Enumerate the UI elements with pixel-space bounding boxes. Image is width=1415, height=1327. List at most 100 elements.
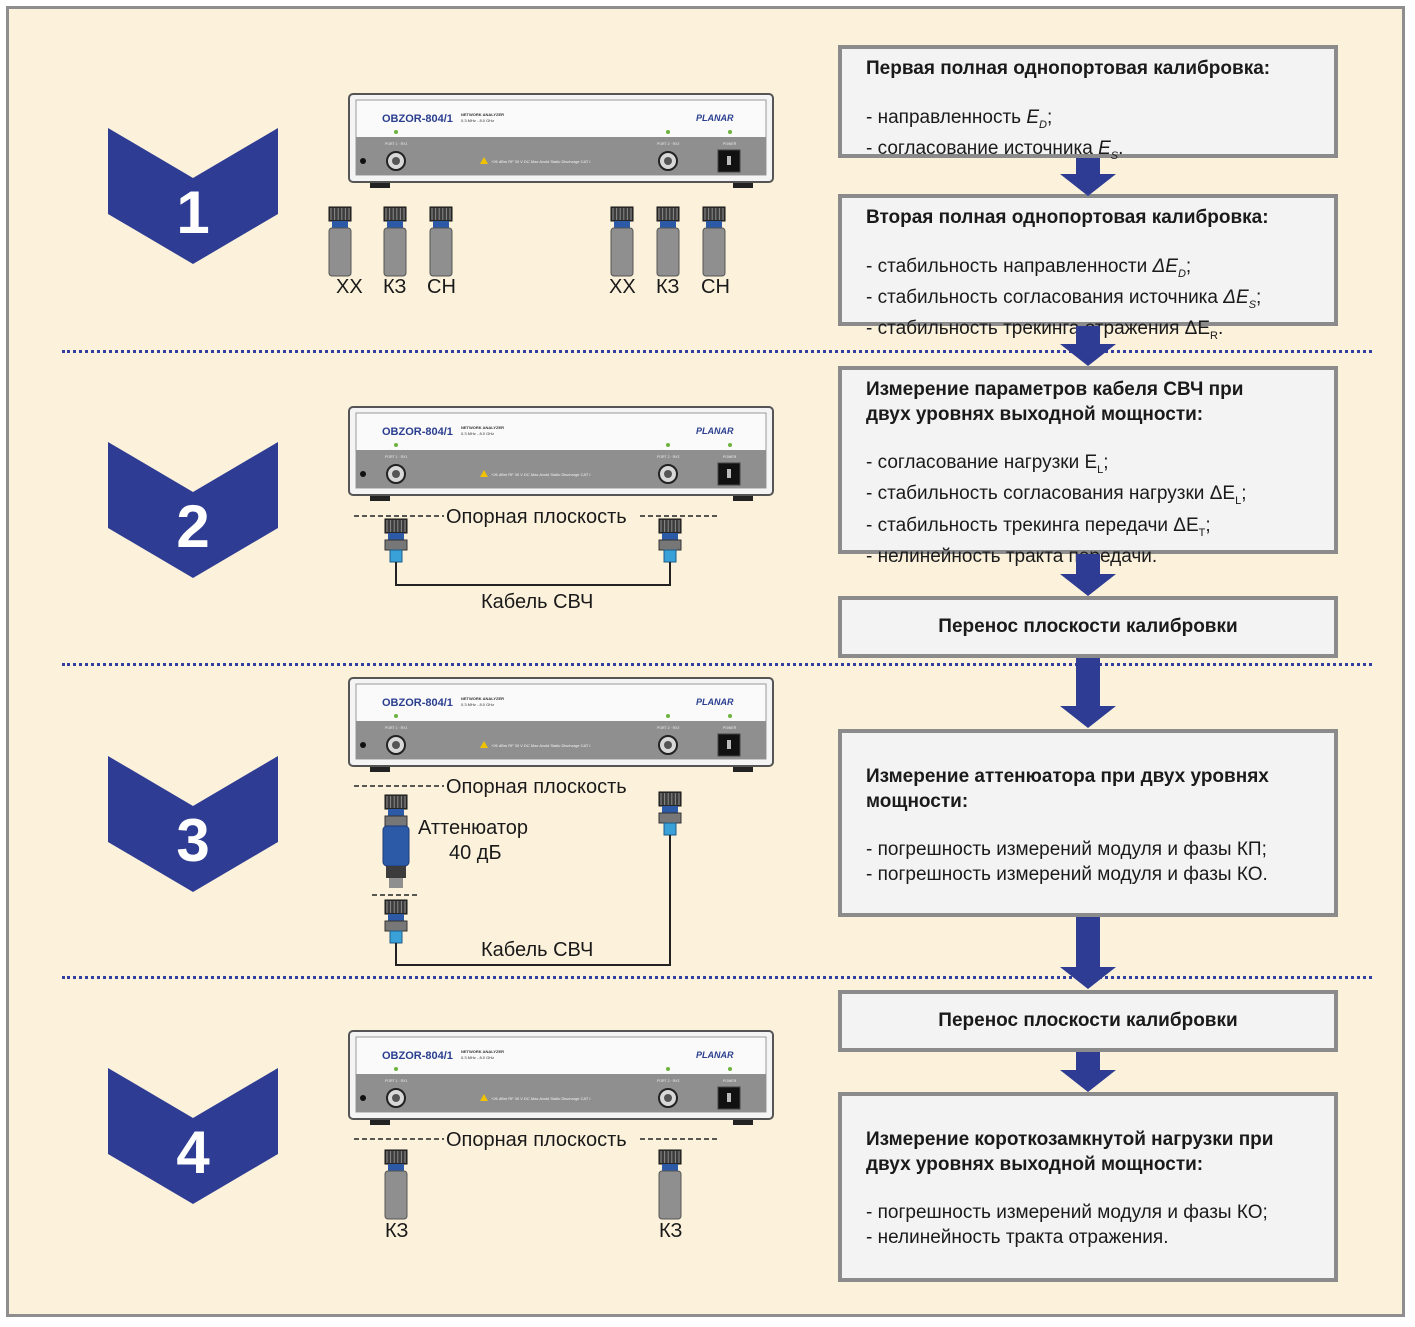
- short-standard-label: КЗ: [385, 1220, 409, 1242]
- step-chevron-1: 1: [108, 128, 278, 264]
- device-model: OBZOR-804/1: [382, 113, 453, 125]
- standard-body: [656, 227, 680, 277]
- cable-boot: [389, 930, 403, 944]
- flow-arrow: [1060, 158, 1116, 196]
- box-line: - стабильность согласования источника ΔE…: [866, 286, 1262, 311]
- port-label: PORT 1 · RX1: [385, 142, 407, 146]
- port2-connector-center: [664, 470, 672, 478]
- info-box-first-calibration: Первая полная однопортовая калибровка: -…: [838, 45, 1338, 162]
- standard-label-short: КЗ: [383, 276, 407, 298]
- device-model: OBZOR-804/1: [382, 1050, 453, 1062]
- transfer-plane-box: Перенос плоскости калибровки: [838, 990, 1338, 1052]
- led-indicator: [728, 714, 732, 718]
- ground-jack: [360, 1095, 366, 1101]
- connector-ring: [662, 533, 678, 540]
- standard-body: [383, 227, 407, 277]
- step-chevron-2: 2: [108, 442, 278, 578]
- connector-ring: [433, 221, 449, 228]
- knurled-nut: [658, 518, 682, 534]
- flow-arrow: [1060, 658, 1116, 728]
- led-indicator: [728, 443, 732, 447]
- standard-label-load: СН: [701, 276, 730, 298]
- info-box-attenuator-measurement: Измерение аттенюатора при двух уровнях м…: [838, 729, 1338, 917]
- cable-label: Кабель СВЧ: [481, 591, 594, 613]
- knurled-nut: [702, 206, 726, 222]
- short-standard: [658, 1149, 682, 1220]
- port-label: PORT 1 · RX1: [385, 1079, 407, 1083]
- connector-ring: [388, 1164, 404, 1171]
- open-standard: [610, 206, 634, 277]
- cable-connector: [384, 518, 408, 563]
- device-foot: [370, 765, 390, 772]
- device-foot: [370, 1118, 390, 1125]
- box-line: - стабильность согласования нагрузки ΔEL…: [866, 483, 1247, 508]
- step-number: 4: [176, 1119, 210, 1186]
- knurled-nut: [384, 518, 408, 534]
- connector-ring: [387, 221, 403, 228]
- connector-body: [384, 539, 408, 551]
- connector-ring: [332, 221, 348, 228]
- device-lower-panel: [356, 1074, 766, 1112]
- box-title: Измерение параметров кабеля СВЧ при: [866, 379, 1244, 400]
- short-standard-label: КЗ: [659, 1220, 683, 1242]
- warning-icon: [480, 470, 488, 477]
- connector-ring: [660, 221, 676, 228]
- transfer-plane-box: Перенос плоскости калибровки: [838, 596, 1338, 658]
- load-standard: [702, 206, 726, 277]
- port-label: PORT 1 · RX1: [385, 726, 407, 730]
- connector-ring: [662, 1164, 678, 1171]
- knurled-nut: [658, 791, 682, 807]
- info-box-short-measurement: Измерение короткозамкнутой нагрузки при …: [838, 1092, 1338, 1282]
- box-line: - погрешность измерений модуля и фазы КО…: [866, 863, 1268, 885]
- port1-connector-center: [392, 1094, 400, 1102]
- led-indicator: [666, 443, 670, 447]
- knurled-nut: [610, 206, 634, 222]
- warning-icon: [480, 157, 488, 164]
- box-line: - нелинейность тракта отражения.: [866, 1226, 1169, 1248]
- led-indicator: [728, 130, 732, 134]
- attenuator-value: 40 дБ: [449, 842, 502, 864]
- standard-label-load: СН: [427, 276, 456, 298]
- box-line: - стабильность трекинга отражения ΔER.: [866, 318, 1224, 342]
- box-line: - согласование нагрузки EL;: [866, 452, 1109, 476]
- device-foot: [733, 181, 753, 188]
- device-foot: [370, 494, 390, 501]
- port-label: PORT 2 · RX2: [657, 142, 679, 146]
- ground-jack: [360, 158, 366, 164]
- port1-connector-center: [392, 470, 400, 478]
- port-label: PORT 2 · RX2: [657, 1079, 679, 1083]
- standard-label-short: КЗ: [656, 276, 680, 298]
- box-line: - согласование источника ES.: [866, 137, 1124, 162]
- cable-connector: [658, 791, 682, 836]
- short-standard: [384, 1149, 408, 1220]
- power-switch-knob: [727, 156, 731, 165]
- led-indicator: [728, 1067, 732, 1071]
- connector-body: [384, 815, 408, 827]
- info-box-second-calibration: Вторая полная однопортовая калибровка: -…: [838, 194, 1338, 342]
- standard-body: [429, 227, 453, 277]
- attenuator-nut: [386, 866, 406, 878]
- device-subtitle: 0.3 MHz - 8.0 GHz: [461, 702, 494, 707]
- standard-body: [702, 227, 726, 277]
- device-subtitle: NETWORK ANALYZER: [461, 425, 504, 430]
- box-title: мощности:: [866, 790, 969, 812]
- connector-body: [658, 812, 682, 824]
- rf-cable: [395, 562, 671, 586]
- cable-boot: [663, 549, 677, 563]
- cable-connector: [384, 899, 408, 944]
- power-label: POWER: [723, 1079, 737, 1083]
- warning-icon: [480, 741, 488, 748]
- port2-connector-center: [664, 1094, 672, 1102]
- section-separator: [62, 350, 1372, 353]
- connector-body: [384, 920, 408, 932]
- load-standard: [429, 206, 453, 277]
- standard-body: [328, 227, 352, 277]
- short-standard: [383, 206, 407, 277]
- warning-icon: [480, 1094, 488, 1101]
- cable-boot: [389, 549, 403, 563]
- device-model: OBZOR-804/1: [382, 697, 453, 709]
- box-title: Измерение короткозамкнутой нагрузки при: [866, 1129, 1274, 1150]
- knurled-nut: [384, 899, 408, 915]
- knurled-nut: [328, 206, 352, 222]
